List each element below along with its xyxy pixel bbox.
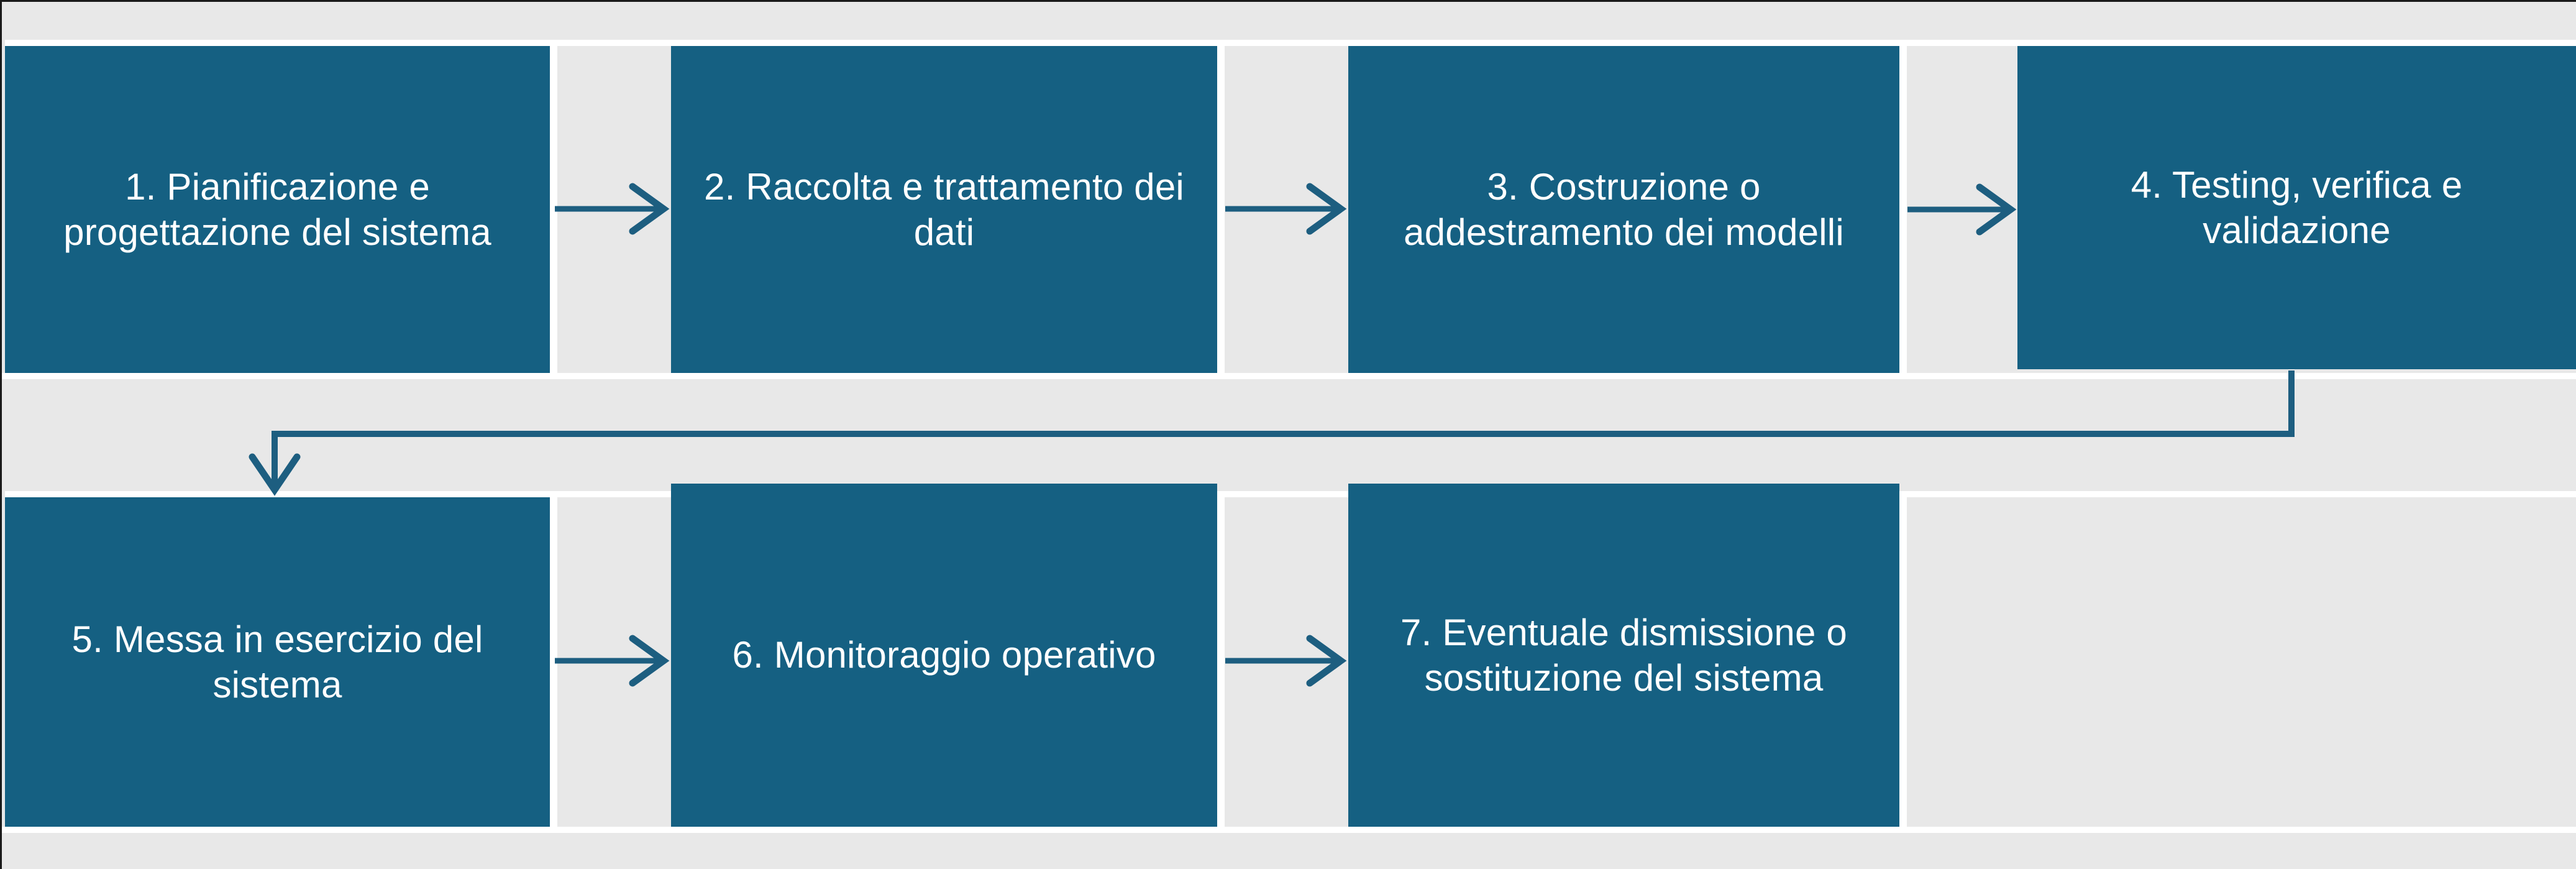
connector-arrow-6-to-7 <box>1225 635 1347 687</box>
connector-elbow-4-to-5 <box>249 370 2295 496</box>
column-gutter-6-7-bottom <box>1217 495 1225 833</box>
connector-arrow-1-to-2 <box>555 183 670 235</box>
step-label-3: 3. Costruzione o addestramento dei model… <box>1404 165 1844 253</box>
column-gutter-5-6-bottom <box>550 495 557 833</box>
canvas-left-border <box>0 0 2 869</box>
column-gutter-1-2-top <box>550 41 557 379</box>
connector-arrow-2-to-3 <box>1225 183 1347 235</box>
step-label-5: 5. Messa in esercizio del sistema <box>71 618 483 706</box>
canvas-top-border <box>0 0 2576 2</box>
step-label-2: 2. Raccolta e trattamento dei dati <box>704 165 1184 253</box>
column-gutter-2-3-top <box>1217 41 1225 379</box>
row-gutter-top <box>0 373 2576 379</box>
step-box-1[interactable]: 1. Pianificazione e progettazione del si… <box>5 46 550 373</box>
column-gutter-7-right-bottom <box>1899 495 1907 833</box>
step-label-6: 6. Monitoraggio operativo <box>732 634 1156 676</box>
step-box-3[interactable]: 3. Costruzione o addestramento dei model… <box>1348 46 1899 373</box>
row-top-white-strip <box>5 40 2576 46</box>
step-box-6[interactable]: 6. Monitoraggio operativo <box>671 484 1217 827</box>
step-label-1: 1. Pianificazione e progettazione del si… <box>63 165 491 253</box>
step-label-7: 7. Eventuale dismissione o sostituzione … <box>1400 611 1847 699</box>
step-box-7[interactable]: 7. Eventuale dismissione o sostituzione … <box>1348 484 1899 827</box>
connector-arrow-5-to-6 <box>555 635 670 687</box>
step-label-4: 4. Testing, verifica e validazione <box>2131 163 2463 251</box>
row-gutter-bottom <box>0 827 2576 833</box>
column-gutter-3-4-top <box>1899 41 1907 379</box>
step-box-5[interactable]: 5. Messa in esercizio del sistema <box>5 497 550 827</box>
connector-arrow-3-to-4 <box>1907 183 2017 236</box>
step-box-4[interactable]: 4. Testing, verifica e validazione <box>2017 46 2576 369</box>
step-box-2[interactable]: 2. Raccolta e trattamento dei dati <box>671 46 1217 373</box>
row-bottom-white-strip <box>5 491 2576 497</box>
